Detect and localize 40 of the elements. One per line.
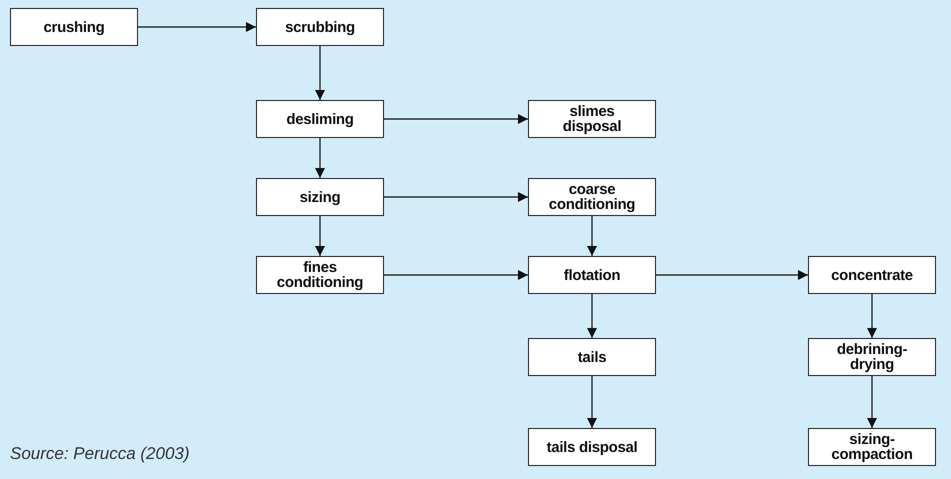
arrow <box>315 138 325 178</box>
process-box <box>10 8 138 46</box>
arrow <box>867 294 877 338</box>
arrow <box>587 376 597 428</box>
arrow <box>384 114 528 124</box>
process-box <box>808 338 936 376</box>
step-label: tails disposal <box>546 440 638 454</box>
step-label: desliming <box>286 112 354 126</box>
arrow <box>384 192 528 202</box>
step-label: tails <box>578 350 606 364</box>
arrow <box>138 22 256 32</box>
arrow <box>587 294 597 338</box>
process-box <box>528 178 656 216</box>
arrow <box>315 216 325 256</box>
arrow <box>315 46 325 100</box>
process-box <box>256 100 384 138</box>
source-note: Source: Perucca (2003) <box>10 444 190 464</box>
step-label: scrubbing <box>285 20 355 34</box>
process-box <box>528 100 656 138</box>
process-box <box>256 256 384 294</box>
arrow <box>384 270 528 280</box>
process-box <box>808 256 936 294</box>
step-label: sizing <box>300 190 340 204</box>
step-label: crushing <box>44 20 104 34</box>
process-box <box>256 178 384 216</box>
step-label: coarse conditioning <box>548 182 636 212</box>
process-box <box>528 338 656 376</box>
step-label: fines conditioning <box>276 260 364 290</box>
process-box <box>528 428 656 466</box>
step-label: debrining-drying <box>836 342 908 372</box>
step-label: slimes disposal <box>562 104 622 134</box>
process-box <box>528 256 656 294</box>
process-box <box>256 8 384 46</box>
step-label: flotation <box>564 268 620 282</box>
step-label: concentrate <box>831 268 913 282</box>
process-box <box>808 428 936 466</box>
arrow <box>656 270 808 280</box>
arrow <box>587 216 597 256</box>
arrow <box>867 376 877 428</box>
step-label: sizing-compaction <box>830 432 914 462</box>
